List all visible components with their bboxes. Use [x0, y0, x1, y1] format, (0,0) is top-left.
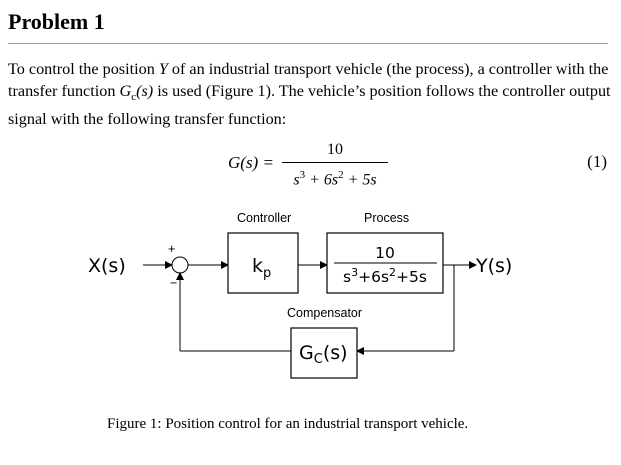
summing-junction: [171, 256, 189, 274]
compensator-block: [290, 327, 358, 379]
process-title: Process: [364, 211, 409, 225]
statement-text-3: is used (Figure 1). The vehicle’s positi…: [8, 82, 611, 129]
controller-title: Controller: [237, 211, 291, 225]
statement-text-1: To control the position: [8, 60, 159, 78]
variable-y: Y: [158, 60, 168, 78]
block-diagram: Controller Process Compensator X(s) Y(s)…: [88, 211, 512, 379]
process-denominator: s3+6s2+5s: [343, 266, 427, 286]
equation-fraction: 10 s3 + 6s2 + 5s: [282, 140, 388, 190]
controller-gain: kp: [252, 255, 271, 281]
input-label: X(s): [88, 255, 126, 277]
compensator-title: Compensator: [287, 306, 362, 320]
output-label: Y(s): [475, 255, 512, 277]
problem-statement: To control the position Y of an industri…: [8, 58, 613, 130]
statement-text-2: of an industrial transport vehicle (the …: [8, 60, 609, 100]
minus-sign: −: [170, 276, 177, 290]
figure-caption: Figure 1: Position control for an indust…: [107, 416, 469, 432]
problem-heading: Problem 1: [8, 9, 105, 34]
variable-s: (s): [136, 82, 154, 100]
variable-g-subscript: c: [131, 91, 137, 104]
variable-g: G: [119, 82, 132, 100]
equation-number: (1): [587, 152, 607, 171]
process-numerator: 10: [375, 244, 395, 262]
plus-sign: +: [168, 242, 175, 256]
compensator-label: GC(s): [299, 342, 348, 367]
equation-lhs: G(s) =: [228, 153, 274, 172]
heading-divider: [8, 43, 608, 44]
equation-numerator: 10: [327, 141, 343, 158]
controller-block: [227, 232, 299, 294]
equation-denominator: s3 + 6s2 + 5s: [293, 169, 377, 189]
transfer-function-equation: G(s) = 10 s3 + 6s2 + 5s: [228, 140, 398, 188]
fraction-bar: [282, 162, 388, 163]
